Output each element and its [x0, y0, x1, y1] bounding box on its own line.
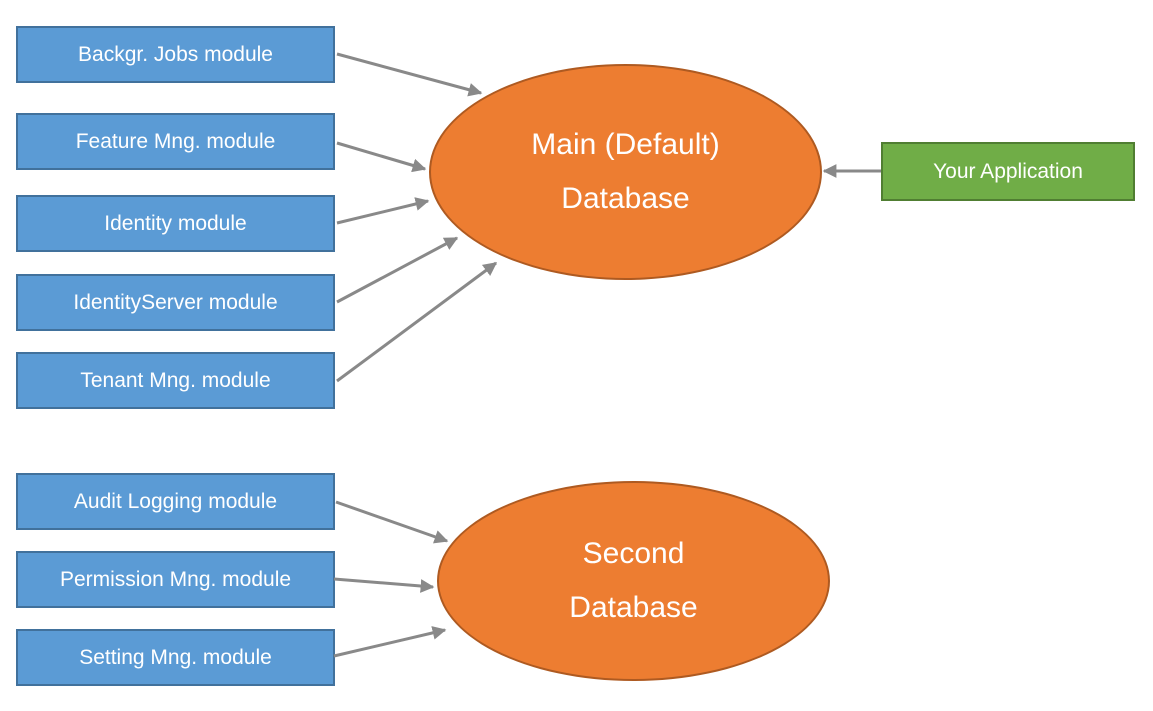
arrow-permission-management-to-second-db [333, 577, 435, 593]
module-box-setting-management: Setting Mng. module [16, 629, 335, 686]
arrow-identity-to-main-db [336, 197, 430, 225]
arrow-audit-logging-to-second-db [335, 500, 449, 544]
module-box-identity-server: IdentityServer module [16, 274, 335, 331]
database-label-line1: Second [582, 537, 685, 570]
module-box-permission-management: Permission Mng. module [16, 551, 335, 608]
arrow-identity-server-to-main-db [336, 236, 459, 304]
arrow-tenant-management-to-main-db [336, 261, 498, 383]
module-label: Setting Mng. module [79, 645, 272, 669]
module-label: Audit Logging module [73, 489, 278, 513]
module-label: Feature Mng. module [75, 129, 276, 153]
module-label: Identity module [104, 211, 247, 235]
database-label-line2: Database [569, 591, 698, 624]
database-label-line2: Database [561, 182, 690, 215]
application-label: Your Application [933, 159, 1083, 183]
module-box-tenant-management: Tenant Mng. module [16, 352, 335, 409]
module-box-background-jobs: Backgr. Jobs module [16, 26, 335, 83]
your-application-box: Your Application [881, 142, 1135, 201]
module-label: Tenant Mng. module [80, 368, 271, 392]
second-database-ellipse: Second Database [437, 481, 830, 681]
database-label-line1: Main (Default) [531, 128, 720, 161]
module-label: IdentityServer module [73, 290, 278, 314]
arrow-background-jobs-to-main-db [336, 52, 483, 97]
main-database-ellipse: Main (Default) Database [429, 64, 822, 280]
module-box-identity: Identity module [16, 195, 335, 252]
module-box-audit-logging: Audit Logging module [16, 473, 335, 530]
module-label: Permission Mng. module [59, 567, 292, 591]
module-box-feature-management: Feature Mng. module [16, 113, 335, 170]
arrow-feature-management-to-main-db [336, 141, 427, 173]
module-label: Backgr. Jobs module [78, 42, 273, 66]
arrow-setting-management-to-second-db [333, 626, 447, 658]
